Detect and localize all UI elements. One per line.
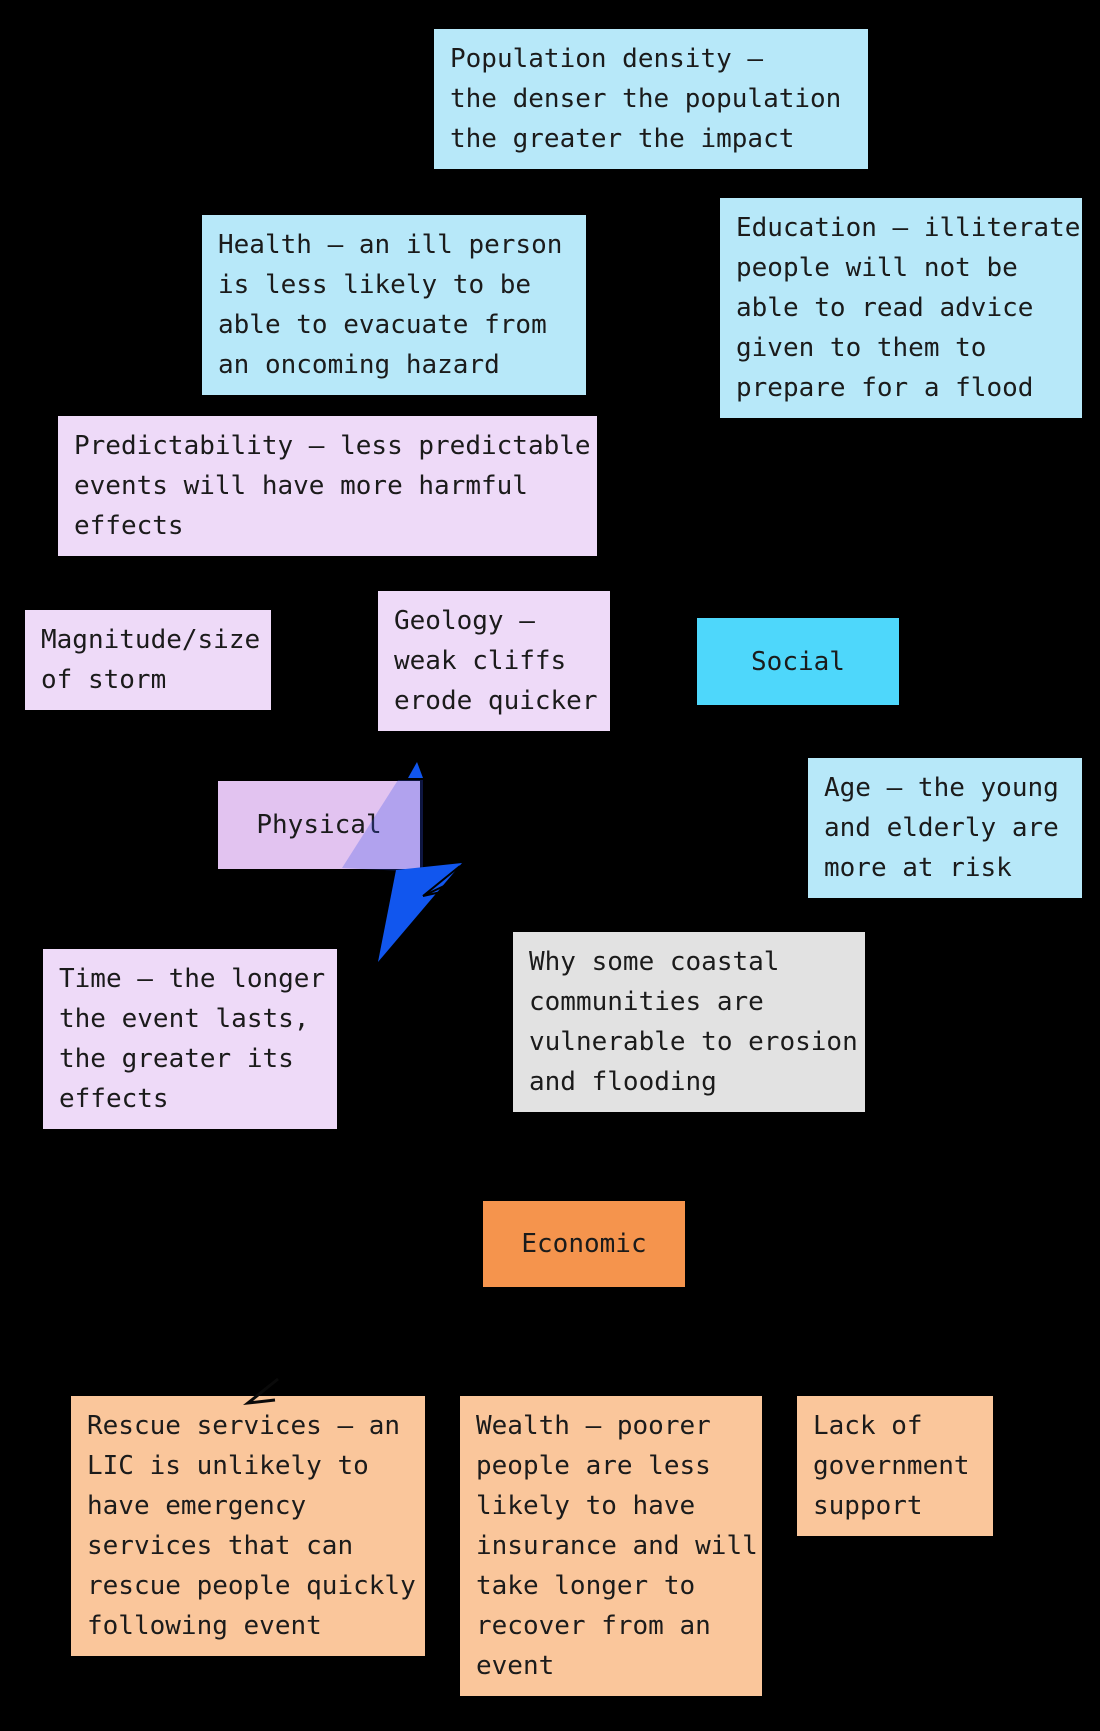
connector-arrow-icon	[243, 1377, 279, 1406]
node-predictability: Predictability – less predictable events…	[55, 413, 600, 559]
node-geology: Geology – weak cliffs erode quicker	[375, 588, 613, 734]
node-magnitude: Magnitude/size of storm	[22, 607, 274, 713]
node-time: Time – the longer the event lasts, the g…	[40, 946, 340, 1132]
node-age: Age – the young and elderly are more at …	[805, 755, 1085, 901]
node-physical-category: Physical	[215, 778, 423, 872]
node-rescue-services: Rescue services – an LIC is unlikely to …	[68, 1393, 428, 1659]
node-central-topic: Why some coastal communities are vulnera…	[510, 929, 868, 1115]
node-social-category: Social	[694, 615, 902, 708]
blue-arrow-icon	[342, 762, 464, 962]
node-wealth: Wealth – poorer people are less likely t…	[457, 1393, 765, 1699]
node-economic-category: Economic	[480, 1198, 688, 1290]
watermark-text: amb	[497, 838, 731, 938]
node-population-density: Population density – the denser the popu…	[431, 26, 871, 172]
node-health: Health – an ill person is less likely to…	[199, 212, 589, 398]
node-government-support: Lack of government support	[794, 1393, 996, 1539]
node-education: Education – illiterate people will not b…	[717, 195, 1085, 421]
